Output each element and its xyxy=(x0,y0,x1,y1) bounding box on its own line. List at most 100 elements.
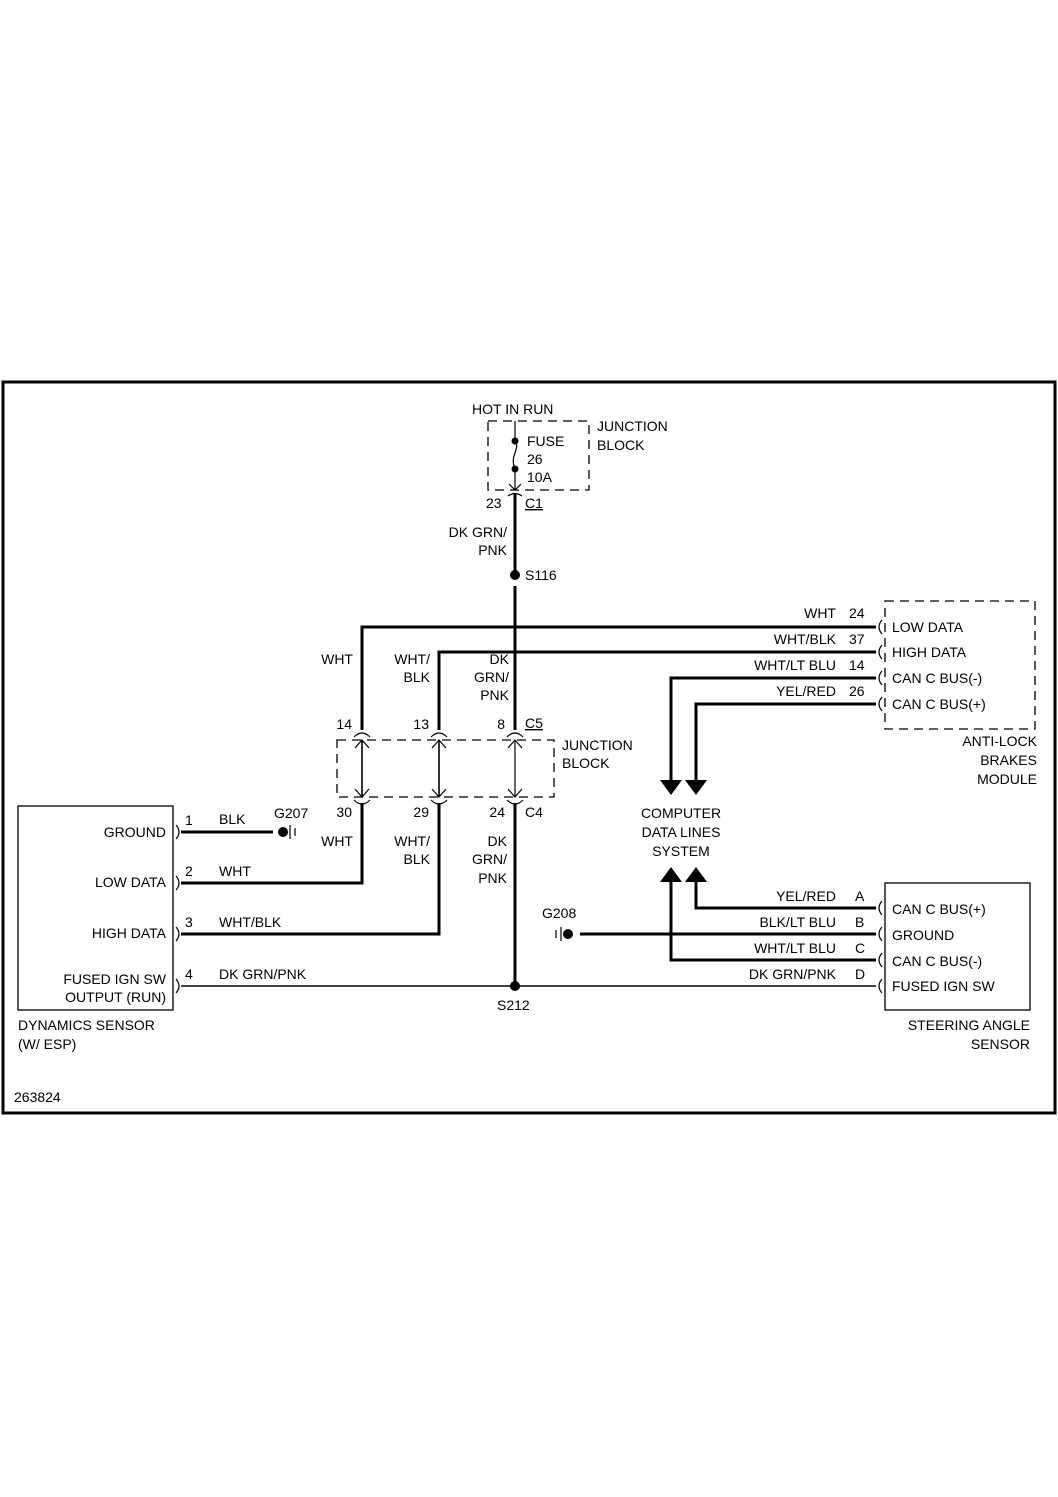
c5-wire-2-color-1: WHT/ xyxy=(394,651,430,667)
junction-block-1-label-2: BLOCK xyxy=(597,437,645,453)
steering-angle-sensor: CAN C BUS(+) GROUND CAN C BUS(-) FUSED I… xyxy=(878,882,1031,1052)
anti-lock-brakes-module: LOW DATA HIGH DATA CAN C BUS(-) CAN C BU… xyxy=(878,600,1038,787)
diagram-frame xyxy=(1,380,1057,1115)
abs-wire-4-color: YEL/RED xyxy=(776,683,836,699)
arrow-down-icon xyxy=(685,780,707,795)
sas-pin-b: B xyxy=(855,914,864,930)
c5-wire-3-color-2: GRN/ xyxy=(474,669,509,685)
wire-wht-low-data-sensor xyxy=(181,803,364,885)
abs-pin-24: 24 xyxy=(849,605,865,621)
dynamics-sensor-wires: G207 S212 BLK WHT WHT/BLK DK GRN/PNK 1 2… xyxy=(181,803,876,1013)
arrow-up-icon xyxy=(660,867,682,882)
c5-pin-8: 8 xyxy=(497,716,505,732)
splice-s212-label: S212 xyxy=(497,997,530,1013)
power-feed: HOT IN RUN JUNCTION BLOCK FUSE 26 10A 23… xyxy=(449,401,668,730)
sensor-fused-ign-1: FUSED IGN SW xyxy=(63,971,166,987)
sensor-pin-1: 1 xyxy=(185,812,193,828)
abs-wires: WHT 24 WHT/BLK 37 WHT/LT BLU 14 YEL/RED … xyxy=(360,605,876,795)
connector-c5-label: C5 xyxy=(525,715,543,731)
fuse-label: FUSE xyxy=(527,433,564,449)
sas-pin-d: D xyxy=(855,966,865,982)
wire-wht-lt-blu-can-minus xyxy=(669,676,876,785)
c1-pin-23: 23 xyxy=(486,495,502,511)
c4-wire-1-color: WHT xyxy=(321,833,353,849)
sensor-wire-1-color: BLK xyxy=(219,811,246,827)
sas-wire-d-color: DK GRN/PNK xyxy=(749,966,837,982)
wire-wht-low-data xyxy=(360,625,876,730)
cdl-label-3: SYSTEM xyxy=(652,843,710,859)
junction-block-1 xyxy=(487,420,590,491)
sas-pin-c: C xyxy=(855,940,865,956)
fuse-rating: 10A xyxy=(527,469,553,485)
arrow-up-icon xyxy=(685,867,707,882)
junction-block-2: WHT WHT/ BLK DK GRN/ PNK 14 13 8 C5 JUNC… xyxy=(321,651,633,886)
hot-in-run-label: HOT IN RUN xyxy=(472,401,553,417)
c5-wire-3-color-1: DK xyxy=(490,651,510,667)
dynamics-sensor-name-2: (W/ ESP) xyxy=(18,1036,76,1052)
abs-can-c-bus-plus: CAN C BUS(+) xyxy=(892,696,986,712)
abs-name-1: ANTI-LOCK xyxy=(962,733,1037,749)
c5-wire-3-color-3: PNK xyxy=(480,687,509,703)
sas-wire-a-color: YEL/RED xyxy=(776,888,836,904)
junction-block-2-box xyxy=(336,739,555,798)
abs-name-3: MODULE xyxy=(977,771,1037,787)
sas-can-c-bus-plus: CAN C BUS(+) xyxy=(892,901,986,917)
abs-high-data: HIGH DATA xyxy=(892,644,967,660)
steering-angle-sensor-box xyxy=(884,882,1031,1011)
dynamics-sensor-name-1: DYNAMICS SENSOR xyxy=(18,1017,155,1033)
abs-can-c-bus-minus: CAN C BUS(-) xyxy=(892,670,982,686)
wire-wht-lt-blu-can-minus-sas xyxy=(669,880,876,962)
c5-wire-1-color: WHT xyxy=(321,651,353,667)
c4-pin-24: 24 xyxy=(489,804,505,820)
cdl-label-1: COMPUTER xyxy=(641,805,721,821)
connector-c1-label: C1 xyxy=(525,495,543,511)
wire-yel-red-can-plus-sas xyxy=(694,880,876,910)
fuse-number: 26 xyxy=(527,451,543,467)
abs-wire-3-color: WHT/LT BLU xyxy=(754,657,836,673)
abs-pin-37: 37 xyxy=(849,631,865,647)
junction-block-2-label-2: BLOCK xyxy=(562,755,610,771)
c4-wire-3-color-2: GRN/ xyxy=(472,851,507,867)
c4-pin-30: 30 xyxy=(336,804,352,820)
sensor-wire-3-color: WHT/BLK xyxy=(219,914,282,930)
feed-wire-color-1: DK GRN/ xyxy=(449,524,507,540)
sensor-high-data: HIGH DATA xyxy=(92,925,167,941)
ground-g208-label: G208 xyxy=(542,905,576,921)
sensor-wire-2-color: WHT xyxy=(219,863,251,879)
wire-wht-blk-high-data-sensor xyxy=(181,803,441,936)
steering-sensor-wires: G208 YEL/RED A BLK/LT BLU B WHT/LT BLU C… xyxy=(542,880,876,982)
sas-wire-b-color: BLK/LT BLU xyxy=(759,914,836,930)
junction-block-1-label-1: JUNCTION xyxy=(597,418,668,434)
dynamics-sensor-box xyxy=(17,805,174,1011)
abs-pin-14: 14 xyxy=(849,657,865,673)
sas-can-c-bus-minus: CAN C BUS(-) xyxy=(892,953,982,969)
splice-s116-label: S116 xyxy=(525,567,557,583)
diagram-id: 263824 xyxy=(14,1089,61,1105)
splice-s212 xyxy=(510,981,520,991)
sas-ground: GROUND xyxy=(892,927,954,943)
sensor-ground: GROUND xyxy=(104,824,166,840)
c4-wire-3-color-3: PNK xyxy=(478,870,507,886)
ground-g207-label: G207 xyxy=(274,805,308,821)
cdl-label-2: DATA LINES xyxy=(642,824,721,840)
wire-yel-red-can-plus xyxy=(694,702,876,785)
abs-pin-26: 26 xyxy=(849,683,865,699)
c5-pin-14: 14 xyxy=(336,716,352,732)
ground-g208-icon xyxy=(563,929,573,939)
c5-wire-2-color-2: BLK xyxy=(404,669,431,685)
abs-module-box xyxy=(884,600,1036,730)
junction-block-2-label-1: JUNCTION xyxy=(562,737,633,753)
abs-wire-1-color: WHT xyxy=(804,605,836,621)
ground-g207-icon xyxy=(278,827,288,837)
dynamics-sensor: GROUND LOW DATA HIGH DATA FUSED IGN SW O… xyxy=(17,805,180,1052)
sensor-pin-4: 4 xyxy=(185,966,193,982)
fuse-icon xyxy=(512,440,518,470)
splice-s116 xyxy=(510,570,520,580)
c4-wire-2-color-2: BLK xyxy=(404,851,431,867)
sas-fused-ign-sw: FUSED IGN SW xyxy=(892,978,995,994)
arrow-down-icon xyxy=(660,780,682,795)
sensor-pin-2: 2 xyxy=(185,863,193,879)
sas-name-2: SENSOR xyxy=(971,1036,1030,1052)
c4-wire-2-color-1: WHT/ xyxy=(394,833,430,849)
